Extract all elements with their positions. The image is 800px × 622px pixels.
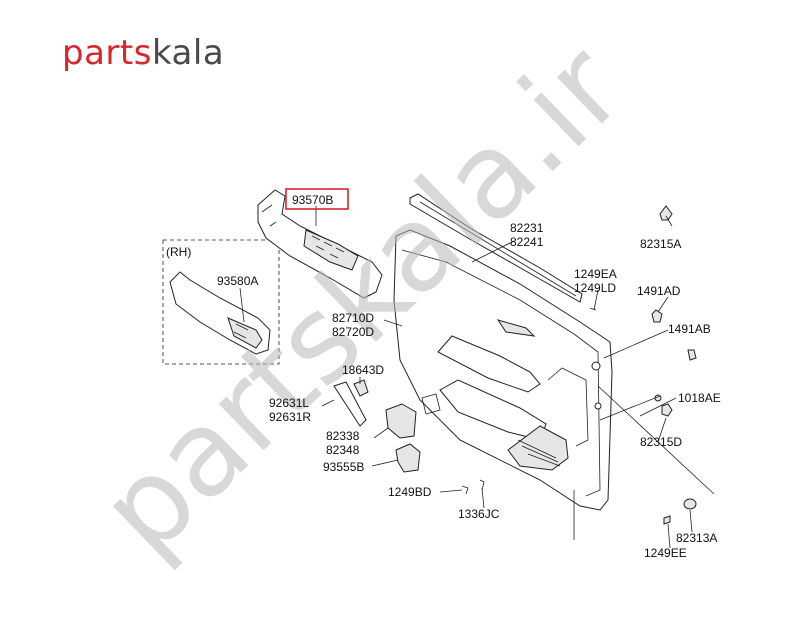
part-label-93570b: 93570B <box>292 193 333 207</box>
part-label-1018ae: 1018AE <box>678 391 721 405</box>
brand-logo-parts: parts <box>62 33 152 73</box>
part-label-82241: 82241 <box>510 235 544 249</box>
part-label-82231: 82231 <box>510 221 544 235</box>
part-label-82338: 82338 <box>326 429 360 443</box>
part-label-93555b: 93555B <box>323 460 364 474</box>
part-label-1249ea: 1249EA <box>574 267 617 281</box>
part-label-82315a: 82315A <box>640 237 681 251</box>
part-label-1249ld: 1249LD <box>574 281 616 295</box>
watermark-text: partskala.ir <box>74 18 649 580</box>
rh-dashed-box <box>162 239 280 365</box>
fastener-drawings <box>333 205 697 525</box>
part-label-18643d: 18643D <box>342 363 384 377</box>
brand-logo: partskala <box>62 36 224 70</box>
part-label-82315d: 82315D <box>640 435 682 449</box>
leader-lines <box>239 206 715 549</box>
part-label-1249ee: 1249EE <box>644 546 687 560</box>
door-trim-drawing <box>393 229 613 511</box>
switch-panel-rh-drawing <box>169 271 271 355</box>
brand-logo-kala: kala <box>151 33 225 73</box>
part-label-1336jc: 1336JC <box>458 507 500 521</box>
part-label-1491ad: 1491AD <box>637 284 681 298</box>
highlight-box-93570b <box>285 188 349 210</box>
part-label-1249bd: 1249BD <box>388 485 432 499</box>
part-label-93580a: 93580A <box>217 274 258 288</box>
part-label-82710d: 82710D <box>332 311 374 325</box>
part-label-82313a: 82313A <box>676 531 717 545</box>
rh-box-label: (RH) <box>166 245 191 259</box>
part-label-1491ab: 1491AB <box>668 322 711 336</box>
switch-panel-main-drawing <box>257 189 383 299</box>
part-label-92631r: 92631R <box>269 410 311 424</box>
part-label-82720d: 82720D <box>332 325 374 339</box>
part-label-82348: 82348 <box>326 443 360 457</box>
part-label-92631l: 92631L <box>269 396 309 410</box>
